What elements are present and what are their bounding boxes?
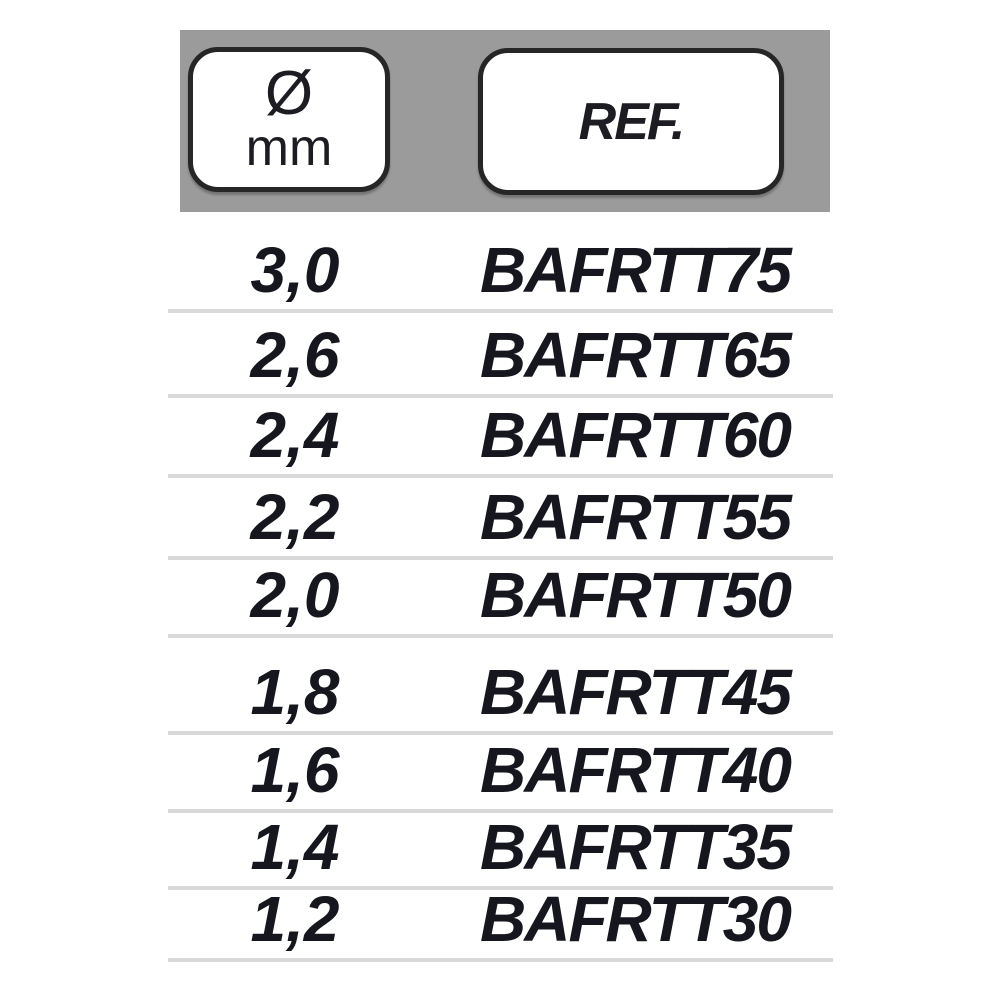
table-row: 3,0 BAFRTT75 [168, 212, 833, 313]
ref-cell: BAFRTT45 [480, 656, 792, 729]
ref-cell: BAFRTT55 [480, 481, 792, 554]
table-row: 1,4 BAFRTT35 [168, 813, 833, 890]
ref-header-label: REF. [578, 92, 686, 151]
diameter-cell: 2,4 [250, 399, 340, 472]
diameter-header-cell: Ø mm [188, 47, 390, 192]
table-row: 1,6 BAFRTT40 [168, 735, 833, 813]
diameter-cell: 2,0 [250, 559, 340, 632]
table-row: 2,2 BAFRTT55 [168, 478, 833, 560]
diameter-cell: 1,8 [250, 656, 340, 729]
ref-cell: BAFRTT60 [480, 399, 792, 472]
ref-cell: BAFRTT75 [480, 234, 792, 307]
diameter-icon: Ø [264, 59, 314, 129]
table-row: 1,8 BAFRTT45 [168, 638, 833, 735]
diameter-cell: 1,2 [250, 883, 340, 956]
diameter-cell: 1,6 [250, 734, 340, 807]
diameter-cell: 2,2 [250, 481, 340, 554]
diameter-cell: 1,4 [250, 811, 340, 884]
ref-cell: BAFRTT50 [480, 559, 792, 632]
ref-header-cell: REF. [478, 48, 784, 195]
diameter-unit-label: mm [245, 118, 333, 177]
ref-cell: BAFRTT65 [480, 319, 792, 392]
table-row: 2,4 BAFRTT60 [168, 398, 833, 478]
table-header: Ø mm REF. [180, 30, 830, 212]
ref-cell: BAFRTT40 [480, 734, 792, 807]
diameter-cell: 2,6 [250, 319, 340, 392]
table-row: 2,0 BAFRTT50 [168, 560, 833, 638]
table-row: 2,6 BAFRTT65 [168, 313, 833, 398]
ref-cell: BAFRTT30 [480, 883, 792, 956]
ref-cell: BAFRTT35 [480, 811, 792, 884]
table-row: 1,2 BAFRTT30 [168, 883, 833, 962]
diameter-cell: 3,0 [250, 234, 340, 307]
table-body: 3,0 BAFRTT75 2,6 BAFRTT65 2,4 BAFRTT60 2… [168, 212, 833, 962]
